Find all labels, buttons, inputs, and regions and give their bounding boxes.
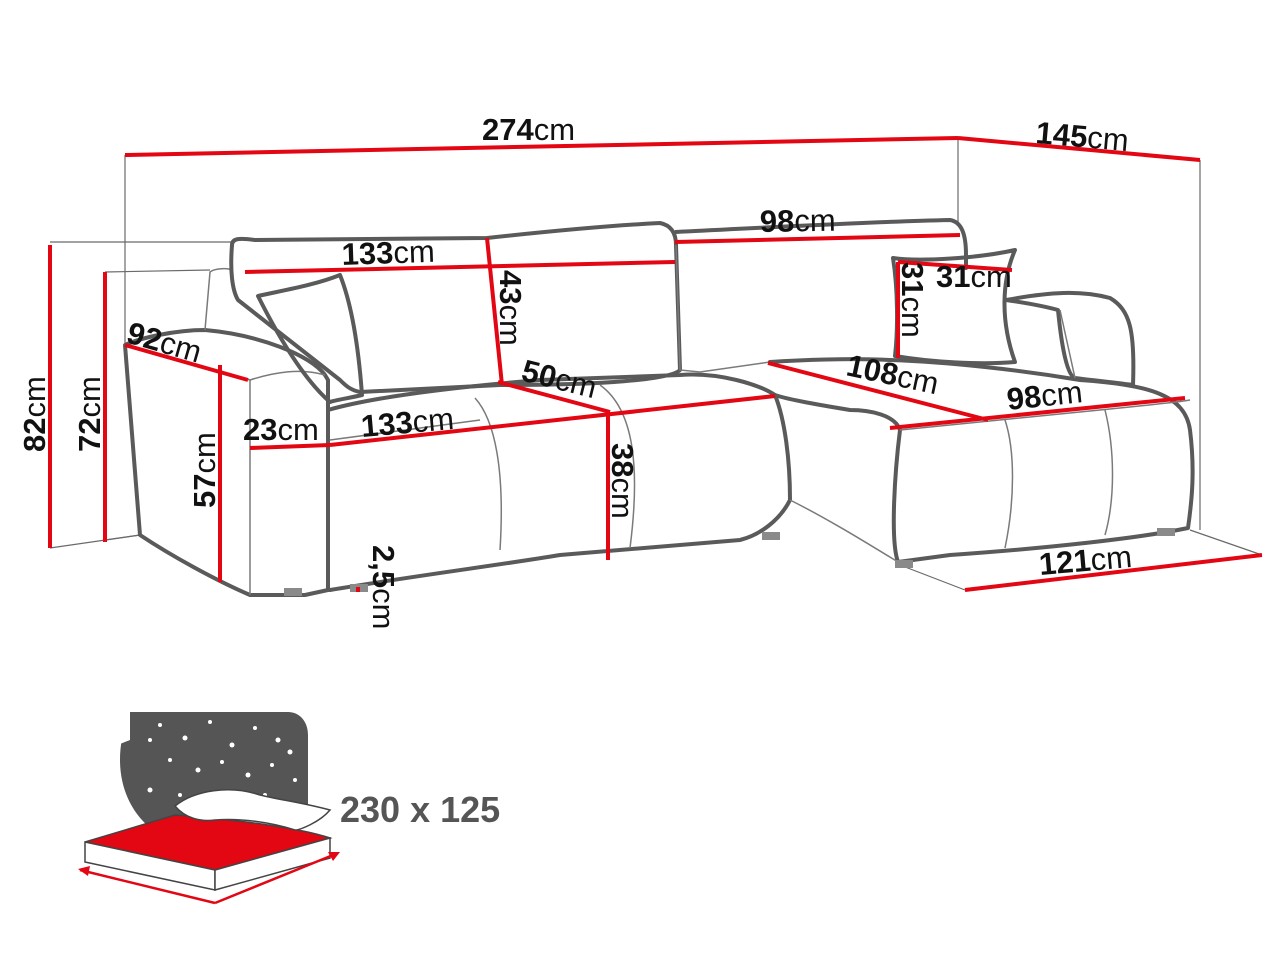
label-38: 38cm <box>605 443 640 519</box>
stars-icon <box>133 720 297 817</box>
chaise-longue <box>768 357 1195 564</box>
dim-line-31-h <box>897 260 1013 272</box>
dim-line-133-seat <box>329 394 776 447</box>
dimension-labels: 274cm 145cm 133cm 98cm 43cm 50cm 133cm 9… <box>17 112 1133 629</box>
seat-left <box>326 372 792 592</box>
sofa-leg <box>762 532 780 540</box>
label-57: 57cm <box>187 432 222 508</box>
dimension-lines <box>48 136 1263 592</box>
label-98-chaise: 98cm <box>1005 374 1084 417</box>
extension-lines <box>49 138 1263 591</box>
label-274: 274cm <box>482 112 575 147</box>
sofa-outline-drawing <box>123 218 1195 597</box>
dim-line-98-back <box>674 233 961 244</box>
label-133-seat: 133cm <box>360 401 456 444</box>
label-50: 50cm <box>518 353 600 405</box>
dim-line-92 <box>124 343 249 382</box>
label-133-back: 133cm <box>341 234 435 272</box>
label-82: 82cm <box>17 376 52 452</box>
dim-line-50 <box>497 380 611 414</box>
dim-line-145 <box>957 136 1201 162</box>
label-23: 23cm <box>243 412 319 447</box>
right-armrest <box>1004 290 1136 387</box>
label-43: 43cm <box>493 270 528 346</box>
bed-size-label: 230 x 125 <box>340 789 500 830</box>
label-72: 72cm <box>72 376 107 452</box>
label-31-v: 31cm <box>895 262 930 338</box>
label-92: 92cm <box>123 315 206 370</box>
bed-function-icon <box>78 712 340 905</box>
sofa-leg <box>1157 528 1175 536</box>
sofa-leg <box>284 588 302 596</box>
label-145: 145cm <box>1034 115 1130 158</box>
label-108: 108cm <box>844 348 942 402</box>
dim-line-98-chaise <box>889 396 1186 430</box>
dim-line-274 <box>124 136 959 157</box>
pillow-icon <box>173 789 332 831</box>
label-31-h: 31cm <box>936 259 1012 294</box>
label-121: 121cm <box>1038 539 1134 582</box>
dim-line-133-back <box>244 260 676 274</box>
back-cushion-right <box>674 218 968 270</box>
label-2-5: 2,5cm <box>366 545 401 629</box>
left-armrest <box>123 328 330 597</box>
label-98-back: 98cm <box>760 203 836 239</box>
pillow-left <box>256 273 364 404</box>
dim-line-43 <box>485 237 504 386</box>
dim-line-108 <box>767 361 989 422</box>
dim-line-121 <box>964 553 1263 592</box>
sofa-leg <box>895 560 913 568</box>
dim-line-23 <box>249 443 331 450</box>
